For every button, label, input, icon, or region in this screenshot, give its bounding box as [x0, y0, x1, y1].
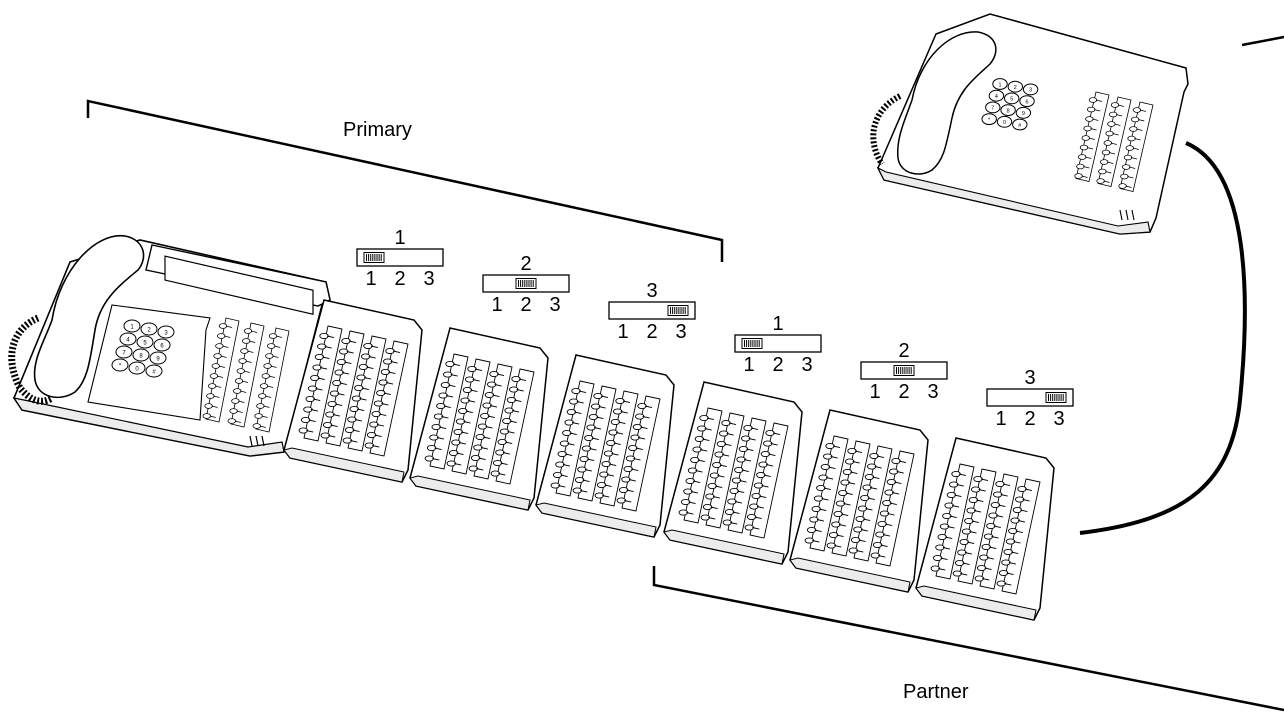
expansion-module	[410, 328, 548, 510]
switch-slider	[516, 279, 536, 289]
keypad-key-label: 8	[1007, 108, 1010, 114]
switch-position-label: 1	[743, 354, 754, 376]
keypad-key[interactable]: 3	[1023, 84, 1037, 95]
switch-position-label: 2	[646, 321, 657, 343]
switch-position-label: 3	[1053, 408, 1064, 430]
switch-position-label: 2	[772, 354, 783, 376]
switch-indicator: 1123	[357, 227, 443, 290]
keypad-key-label: 4	[995, 94, 998, 100]
keypad-key[interactable]: 4	[989, 90, 1003, 101]
keypad-key[interactable]: 4	[120, 333, 136, 345]
keypad-key-label: 0	[1003, 120, 1006, 126]
switch-position-label: 1	[365, 268, 376, 290]
switch-number: 1	[772, 313, 783, 335]
keypad-key[interactable]: 5	[137, 336, 153, 348]
primary-telephone: 123 456 789 *0#	[12, 236, 330, 456]
keypad-key-label: 5	[1010, 97, 1013, 103]
keypad-key-label: 7	[991, 106, 994, 112]
keypad-key-label: 9	[1022, 111, 1025, 117]
switch-slider	[1046, 393, 1066, 403]
switch-position-label: 3	[927, 381, 938, 403]
keypad-key[interactable]: *	[112, 359, 128, 371]
keypad-key[interactable]: 8	[1001, 105, 1015, 116]
switch-indicator: 3123	[609, 280, 695, 343]
keypad-key[interactable]: 8	[133, 349, 149, 361]
keypad-key-label: 3	[1029, 88, 1032, 94]
switch-indicator: 2123	[483, 253, 569, 316]
edge-line-fragment	[1242, 37, 1284, 45]
keypad-key[interactable]: *	[982, 114, 996, 125]
keypad-key[interactable]: 2	[141, 323, 157, 335]
keypad-key[interactable]: #	[1013, 119, 1027, 130]
switch-number: 1	[394, 227, 405, 249]
keypad-key[interactable]: 1	[993, 79, 1007, 90]
keypad-key[interactable]: 7	[986, 102, 1000, 113]
switch-position-label: 1	[491, 294, 502, 316]
expansion-module	[916, 438, 1054, 620]
partner-telephone: 1 2 3 4 5 6 7 8 9 * 0 #	[873, 14, 1188, 234]
keypad-key[interactable]: 9	[1016, 107, 1030, 118]
keypad-key[interactable]: 5	[1005, 93, 1019, 104]
switch-position-label: 1	[869, 381, 880, 403]
switch-slider	[742, 339, 762, 349]
keypad-key[interactable]: #	[146, 365, 162, 377]
keypad-key-label: 6	[1026, 99, 1029, 105]
switch-slider	[668, 306, 688, 316]
switch-position-label: 3	[423, 268, 434, 290]
keypad-key[interactable]: 6	[1020, 96, 1034, 107]
switch-indicator: 3123	[987, 367, 1073, 430]
expansion-module	[790, 410, 928, 592]
switch-position-label: 1	[995, 408, 1006, 430]
switch-indicator: 1123	[735, 313, 821, 376]
switch-position-label: 2	[394, 268, 405, 290]
switch-indicator: 2123	[861, 340, 947, 403]
switch-number: 2	[898, 340, 909, 362]
switch-slider	[364, 253, 384, 263]
expansion-module	[536, 355, 674, 537]
switch-position-label: 2	[1024, 408, 1035, 430]
switch-number: 3	[646, 280, 657, 302]
switch-position-label: 3	[801, 354, 812, 376]
primary-label: Primary	[343, 119, 412, 141]
keypad-key[interactable]: 6	[154, 339, 170, 351]
keypad-key-label: 2	[1014, 85, 1017, 91]
keypad-key[interactable]: 7	[116, 346, 132, 358]
keypad-key[interactable]: 9	[150, 352, 166, 364]
switch-number: 2	[520, 253, 531, 275]
keypad-key[interactable]: 0	[997, 116, 1011, 127]
keypad-key[interactable]: 3	[158, 326, 174, 338]
expansion-module	[664, 382, 802, 564]
expansion-modules	[284, 300, 1054, 620]
keypad-key-label: 1	[999, 82, 1002, 88]
keypad-key[interactable]: 1	[124, 320, 140, 332]
switch-number: 3	[1024, 367, 1035, 389]
switch-position-label: 2	[898, 381, 909, 403]
keypad-key[interactable]: 0	[129, 362, 145, 374]
partner-label: Partner	[903, 681, 969, 703]
keypad-key[interactable]: 2	[1008, 81, 1022, 92]
switch-slider	[894, 366, 914, 376]
switch-position-label: 2	[520, 294, 531, 316]
switch-position-label: 1	[617, 321, 628, 343]
switch-position-label: 3	[549, 294, 560, 316]
switch-position-label: 3	[675, 321, 686, 343]
keypad-key-label: #	[1018, 123, 1021, 129]
